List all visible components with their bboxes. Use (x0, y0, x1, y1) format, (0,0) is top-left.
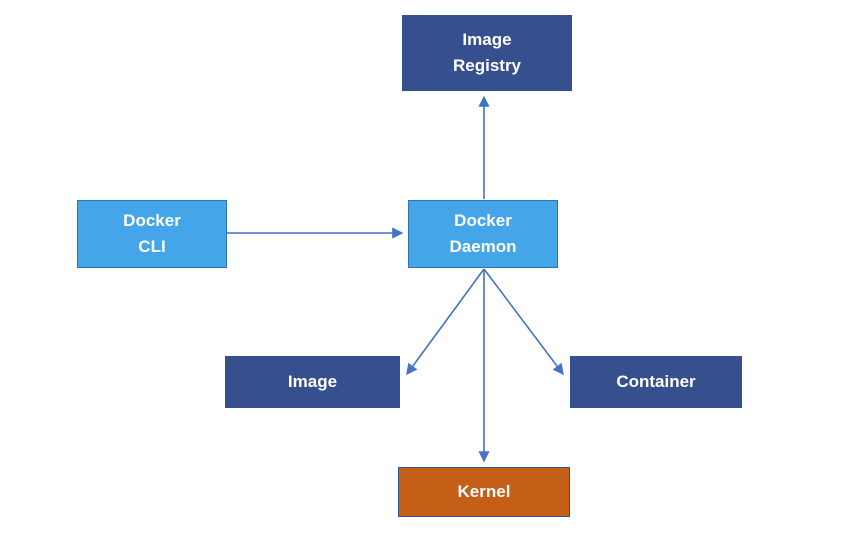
node-docker-daemon-label-line1: Docker (454, 211, 512, 230)
node-image-registry-label-line2: Registry (452, 56, 522, 75)
node-docker-cli-label-line2: CLI (138, 237, 166, 256)
arrow-daemon-to-image (406, 268, 485, 376)
node-image-registry-label-line1: Image (462, 30, 512, 49)
node-image: Image (225, 356, 400, 408)
node-container: Container (570, 356, 742, 408)
arrow-daemon-to-container (483, 268, 564, 376)
node-docker-cli-label-line1: Docker (123, 211, 181, 230)
node-image-label: Image (287, 372, 338, 391)
node-docker-daemon-label-line2: Daemon (449, 237, 517, 256)
node-container-label: Container (616, 372, 696, 391)
node-docker-daemon: Docker Daemon (408, 200, 558, 268)
node-kernel: Kernel (398, 467, 570, 517)
node-image-registry: Image Registry (402, 15, 572, 91)
node-docker-cli: Docker CLI (77, 200, 227, 268)
node-kernel-label: Kernel (457, 482, 511, 501)
